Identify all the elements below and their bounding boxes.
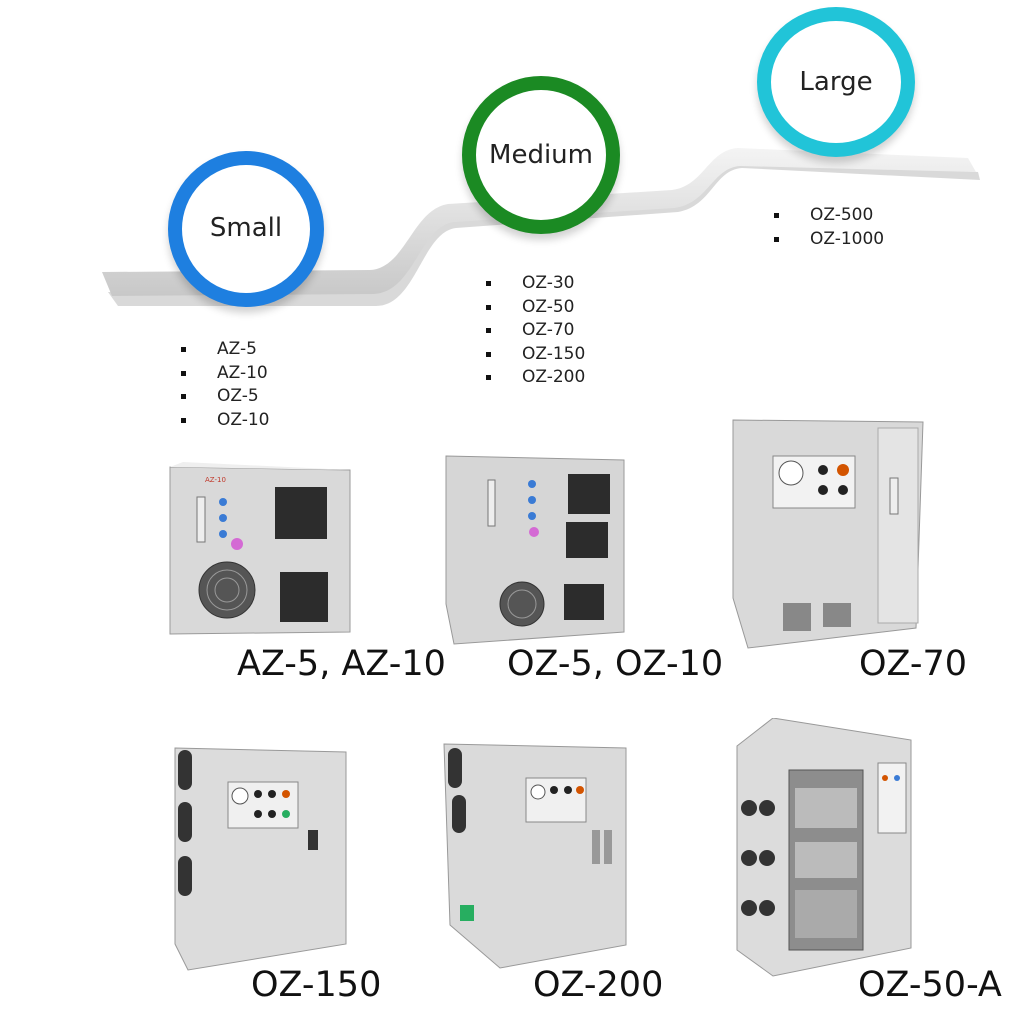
list-item: OZ-10 bbox=[173, 409, 270, 433]
list-item: OZ-1000 bbox=[766, 228, 884, 252]
product-caption-oz70: OZ-70 bbox=[859, 644, 968, 684]
tier-medium-label: Medium bbox=[489, 140, 593, 170]
tier-small-label: Small bbox=[209, 213, 283, 243]
tier-large-circle: Large bbox=[757, 7, 915, 157]
product-caption-oz50a: OZ-50-A bbox=[858, 965, 1002, 1005]
list-item: OZ-150 bbox=[478, 343, 585, 367]
list-item: OZ-5 bbox=[173, 385, 270, 409]
tier-large-models: OZ-500 OZ-1000 bbox=[766, 204, 884, 251]
list-item: AZ-10 bbox=[173, 362, 270, 386]
product-image-oz5 bbox=[445, 455, 625, 645]
product-caption-az: AZ-5, AZ-10 bbox=[237, 644, 446, 684]
tier-large-label: Large bbox=[799, 67, 873, 97]
list-item: OZ-70 bbox=[478, 319, 585, 343]
product-image-oz200 bbox=[443, 743, 627, 969]
list-item: OZ-30 bbox=[478, 272, 585, 296]
tier-medium-models: OZ-30 OZ-50 OZ-70 OZ-150 OZ-200 bbox=[478, 272, 585, 390]
product-image-oz70 bbox=[732, 419, 924, 649]
tier-medium-circle: Medium bbox=[462, 76, 620, 234]
product-image-az: AZ-10 bbox=[169, 462, 351, 635]
tier-small-circle: Small bbox=[168, 151, 324, 307]
product-caption-oz5: OZ-5, OZ-10 bbox=[507, 644, 724, 684]
svg-text:AZ-10: AZ-10 bbox=[205, 476, 226, 484]
product-image-oz50a bbox=[736, 718, 912, 977]
tier-small-models: AZ-5 AZ-10 OZ-5 OZ-10 bbox=[173, 338, 270, 432]
list-item: AZ-5 bbox=[173, 338, 270, 362]
list-item: OZ-50 bbox=[478, 296, 585, 320]
product-caption-oz200: OZ-200 bbox=[533, 965, 664, 1005]
product-image-oz150 bbox=[174, 747, 347, 971]
list-item: OZ-200 bbox=[478, 366, 585, 390]
list-item: OZ-500 bbox=[766, 204, 884, 228]
product-caption-oz150: OZ-150 bbox=[251, 965, 382, 1005]
